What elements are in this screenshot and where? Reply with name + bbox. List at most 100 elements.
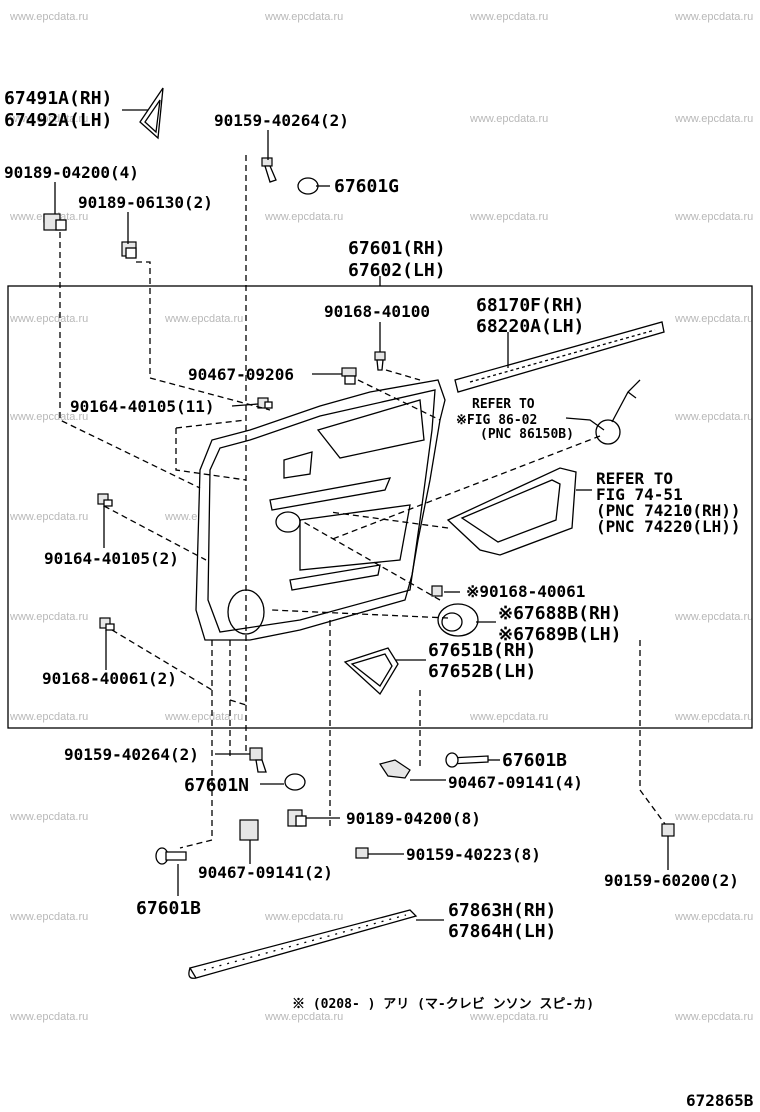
part-label-68170f: 68170F(RH) (476, 295, 584, 316)
footnote: ※ (0208- ) アリ (マ-クレビ ンソン スピ-カ) (292, 996, 594, 1012)
moulding-detail (469, 329, 656, 383)
watermark: www.epcdata.ru (9, 313, 88, 325)
watermark: www.epcdata.ru (674, 11, 753, 23)
watermark: www.epcdata.ru (264, 11, 343, 23)
part-label-90168-40061: ※90168-40061 (466, 582, 585, 601)
part-label-67602lh: 67602(LH) (348, 260, 446, 281)
part-label-67689b: ※67689B(LH) (498, 624, 621, 645)
watermark: www.epcdata.ru (469, 711, 548, 723)
watermark: www.epcdata.ru (9, 511, 88, 523)
watermark: www.epcdata.ru (674, 313, 753, 325)
part-label-67491a: 67491A(RH) (4, 88, 112, 109)
part-label-67601n: 67601N (184, 775, 249, 796)
clip-part (155, 847, 187, 865)
assembly-guide-lines (59, 155, 666, 849)
weatherstrip-detail (203, 914, 407, 971)
screw-part (261, 157, 277, 183)
leader-lines (54, 109, 669, 921)
part-label-67863h: 67863H(RH) (448, 900, 556, 921)
speaker-grille-part (437, 603, 479, 637)
part-label-90189-04200-8: 90189-04200(8) (346, 809, 481, 828)
clip-part (379, 759, 411, 779)
watermark: www.epcdata.ru (164, 313, 243, 325)
weatherstrip-end (188, 967, 197, 979)
watermark: www.epcdata.ru (469, 113, 548, 125)
part-labels: 67491A(RH) 67492A(LH) 90159-40264(2) 901… (4, 88, 741, 942)
watermark: www.epcdata.ru (674, 811, 753, 823)
watermark: www.epcdata.ru (674, 411, 753, 423)
speaker-wire-part (595, 379, 641, 445)
refer-fig-86-line3: (PNC 86150B) (480, 427, 574, 442)
part-label-67651b: 67651B(RH) (428, 640, 536, 661)
mirror-cover-inner (144, 99, 161, 134)
triangle-cover-inner (350, 653, 393, 687)
part-label-67601b-left: 67601B (136, 898, 201, 919)
cap-part (284, 773, 306, 791)
refer-fig-74-line1: REFER TO (596, 469, 673, 488)
part-label-90168-40061-2: 90168-40061(2) (42, 669, 177, 688)
watermark: www.epcdata.ru (9, 411, 88, 423)
part-label-67601b-right: 67601B (502, 750, 567, 771)
watermark: www.epcdata.ru (9, 1011, 88, 1023)
part-label-90189-06130: 90189-06130(2) (78, 193, 213, 212)
screw-part (355, 847, 369, 859)
part-label-68220a: 68220A(LH) (476, 316, 584, 337)
part-label-67688b: ※67688B(RH) (498, 603, 621, 624)
part-label-90164-40105-11: 90164-40105(11) (70, 397, 215, 416)
watermark: www.epcdata.ru (9, 711, 88, 723)
part-label-67601rh: 67601(RH) (348, 238, 446, 259)
screw-part (249, 747, 267, 773)
watermark: www.epcdata.ru (9, 911, 88, 923)
watermark: www.epcdata.ru (469, 1011, 548, 1023)
screw-part (97, 493, 113, 507)
screw-part (431, 585, 443, 597)
clip-part (43, 213, 67, 231)
armrest-inner (460, 479, 561, 543)
part-label-90159-40264-2: 90159-40264(2) (64, 745, 199, 764)
watermark: www.epcdata.ru (674, 113, 753, 125)
refer-fig-86-line1: REFER TO (472, 397, 535, 412)
part-label-90467-09141-2: 90467-09141(2) (198, 863, 333, 882)
part-label-90159-40264-top: 90159-40264(2) (214, 111, 349, 130)
armrest-part (446, 467, 577, 556)
screw-part (661, 823, 675, 837)
watermark: www.epcdata.ru (9, 113, 88, 125)
part-label-90159-40223: 90159-40223(8) (406, 845, 541, 864)
watermark: www.epcdata.ru (9, 11, 88, 23)
part-label-90159-60200: 90159-60200(2) (604, 871, 739, 890)
part-label-90467-09206: 90467-09206 (188, 365, 294, 384)
part-label-67652b: 67652B(LH) (428, 661, 536, 682)
screw-part (374, 351, 386, 371)
part-label-90467-09141-4: 90467-09141(4) (448, 773, 583, 792)
cap-part (297, 177, 319, 195)
triangle-cover-part (343, 647, 399, 696)
watermark: www.epcdata.ru (469, 211, 548, 223)
clip-part (341, 367, 357, 385)
watermark-grid: www.epcdata.ru www.epcdata.ru www.epcdat… (9, 11, 753, 1023)
figure-code: 672865B (686, 1091, 754, 1110)
watermark: www.epcdata.ru (264, 911, 343, 923)
watermark: www.epcdata.ru (164, 711, 243, 723)
door-trim-panel (195, 379, 446, 641)
clip-part (121, 241, 137, 259)
watermark: www.epcdata.ru (674, 211, 753, 223)
part-label-67601g: 67601G (334, 176, 399, 197)
watermark: www.epcdata.ru (9, 611, 88, 623)
part-label-67492a: 67492A(LH) (4, 110, 112, 131)
part-label-90168-40100: 90168-40100 (324, 302, 430, 321)
watermark: www.epcdata.ru (264, 211, 343, 223)
clip-part (239, 819, 259, 841)
part-label-90164-40105-2: 90164-40105(2) (44, 549, 179, 568)
clip-part (287, 809, 307, 827)
clip-part (445, 752, 489, 768)
refer-fig-74-line3: (PNC 74210(RH)) (596, 501, 741, 520)
part-label-67864h: 67864H(LH) (448, 921, 556, 942)
refer-fig-74-line2: FIG 74-51 (596, 485, 683, 504)
watermark: www.epcdata.ru (674, 1011, 753, 1023)
watermark: www.epcdata.ru (9, 811, 88, 823)
watermark: www.epcdata.ru (674, 611, 753, 623)
watermark: www.epcdata.ru (469, 11, 548, 23)
refer-fig-74-line4: (PNC 74220(LH)) (596, 517, 741, 536)
screw-part (257, 397, 273, 409)
